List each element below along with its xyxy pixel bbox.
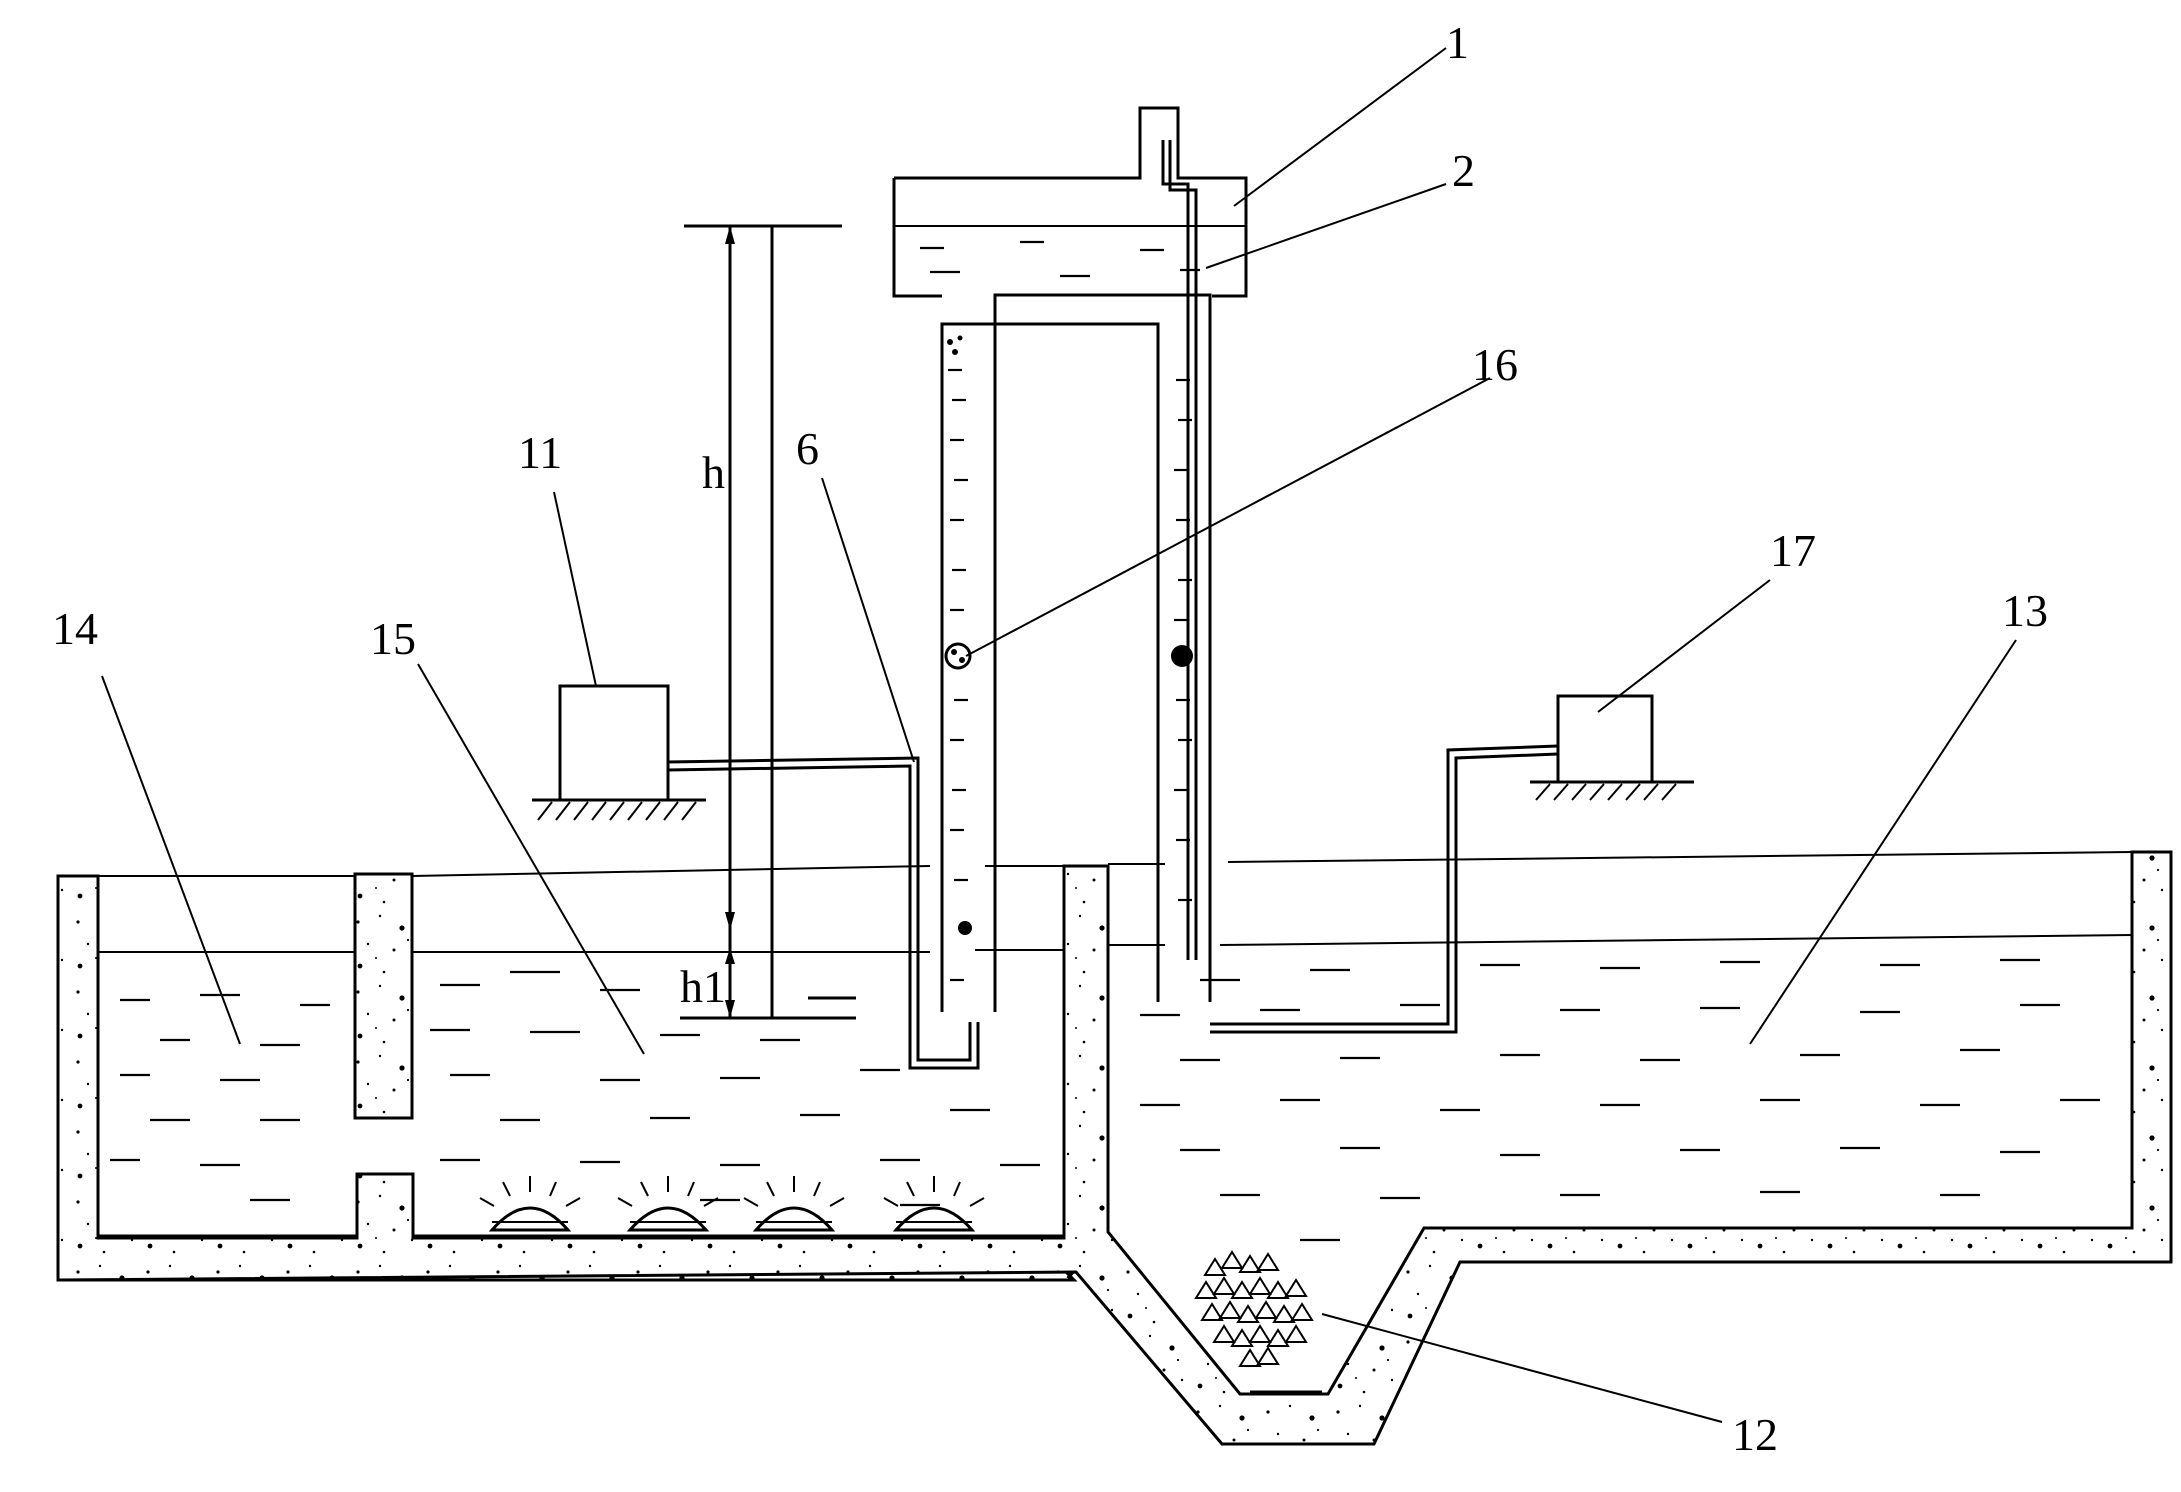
siphon-tube bbox=[892, 106, 1248, 1012]
label-1: 1 bbox=[1446, 17, 1469, 68]
label-11: 11 bbox=[518, 427, 562, 478]
air-pipe-17 bbox=[1210, 744, 1559, 1034]
air-pipe-2 bbox=[1161, 140, 1198, 960]
leader-lines bbox=[101, 47, 2017, 1423]
label-6: 6 bbox=[796, 423, 819, 474]
aeration-domes bbox=[479, 1176, 985, 1232]
air-pipe-6 bbox=[667, 756, 980, 1070]
divider-wall bbox=[353, 872, 414, 1120]
water-surfaces bbox=[58, 851, 2133, 953]
water-hatching bbox=[110, 958, 2100, 1242]
compressor-11 bbox=[558, 684, 670, 802]
label-12: 12 bbox=[1732, 1409, 1778, 1460]
sludge-pile bbox=[1194, 1250, 1314, 1367]
ground-17 bbox=[1530, 780, 1694, 801]
ground-11 bbox=[532, 798, 706, 821]
label-14: 14 bbox=[52, 603, 98, 654]
labels: 1 2 16 11 6 h 17 13 14 15 h1 12 bbox=[52, 17, 2048, 1460]
label-h: h bbox=[702, 447, 725, 498]
label-13: 13 bbox=[2002, 585, 2048, 636]
label-17: 17 bbox=[1770, 525, 1816, 576]
left-basin-shell bbox=[56, 850, 2173, 1446]
label-2: 2 bbox=[1452, 145, 1475, 196]
label-15: 15 bbox=[370, 613, 416, 664]
compressor-17 bbox=[1556, 694, 1654, 784]
label-16: 16 bbox=[1472, 339, 1518, 390]
label-h1: h1 bbox=[680, 961, 726, 1012]
left-basin-wall bbox=[56, 864, 1110, 1282]
bubble-16 bbox=[944, 642, 972, 670]
dimension-lines bbox=[680, 224, 856, 1020]
